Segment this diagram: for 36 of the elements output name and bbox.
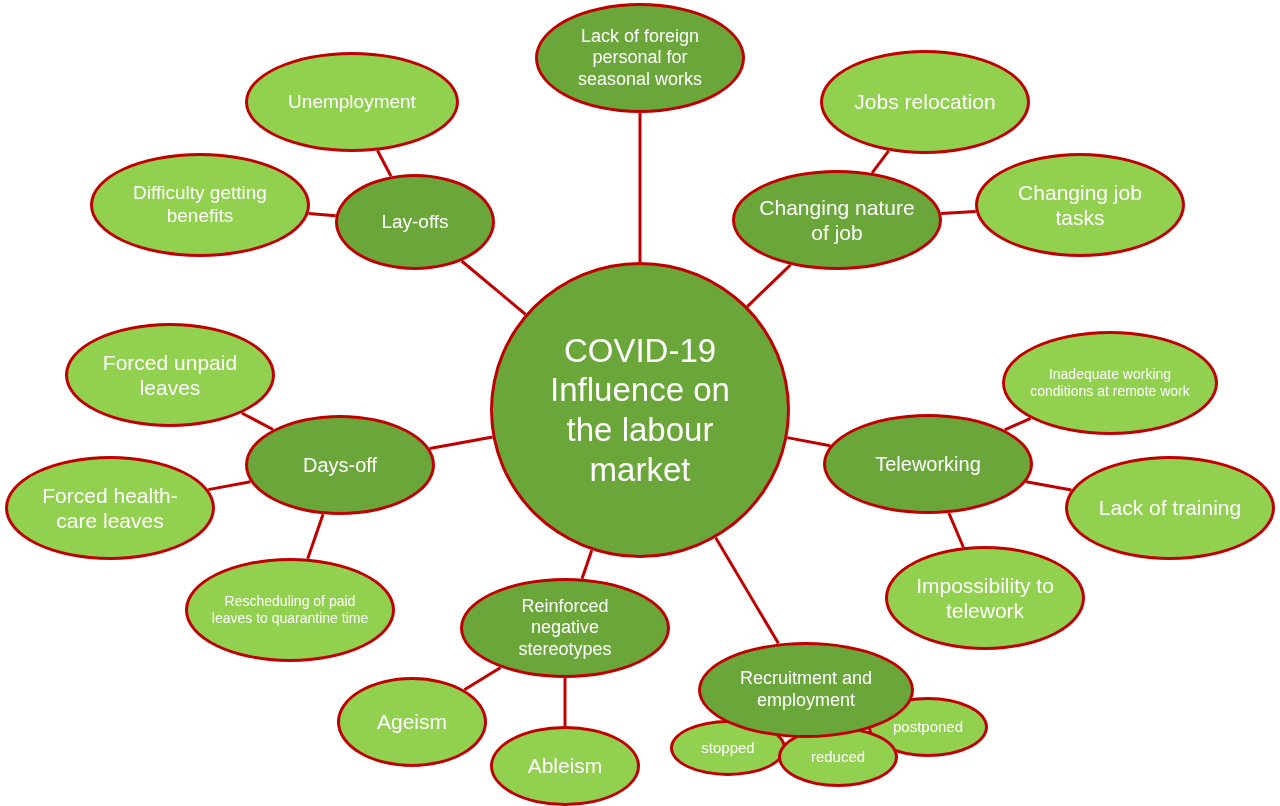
node-text: Unemployment (287, 90, 417, 114)
connector-line (463, 666, 502, 692)
node-text: Forced unpaid leaves (101, 349, 239, 401)
connector-line (1004, 416, 1032, 432)
node-text: Lack of training (1097, 495, 1243, 521)
node-text: Forced health-care leaves (41, 482, 179, 534)
node-text: stopped (700, 739, 756, 757)
node-text: Changing nature of job (758, 194, 916, 246)
node-text: reduced (809, 748, 867, 766)
node-text: postponed (891, 718, 965, 736)
connector-line (306, 513, 325, 560)
node-text: Impossibility to telework (915, 572, 1055, 624)
node-text: Changing job tasks (1017, 179, 1143, 231)
node-text: Teleworking (874, 452, 982, 476)
node-text: Lack of foreign personal for seasonal works (576, 25, 704, 91)
node-text: Ageism (376, 709, 448, 735)
node-text: Lay-offs (380, 210, 450, 234)
node-text: Jobs relocation (853, 89, 997, 115)
connector-line (941, 209, 976, 216)
node-text: Difficulty getting benefits (132, 182, 268, 228)
connector-line (241, 411, 274, 431)
connector-line (638, 113, 642, 262)
connector-line (746, 263, 792, 308)
connector-line (308, 212, 336, 218)
node-text: Ableism (526, 753, 604, 779)
connector-line (460, 259, 527, 316)
node-text: Rescheduling of paid leaves to quarantine time (210, 593, 370, 627)
connector-line (563, 678, 567, 726)
connector-line (429, 435, 493, 451)
node-text: Days-off (301, 453, 379, 477)
node-text: COVID-19 Influence on the labour market (549, 330, 731, 490)
node-text: Recruitment and employment (738, 668, 874, 712)
node-text: Reinforced negative stereotypes (517, 595, 613, 661)
connector-line (580, 549, 594, 580)
node-text: Inadequate working conditions at remote work (1029, 366, 1191, 400)
connector-line (947, 512, 965, 548)
